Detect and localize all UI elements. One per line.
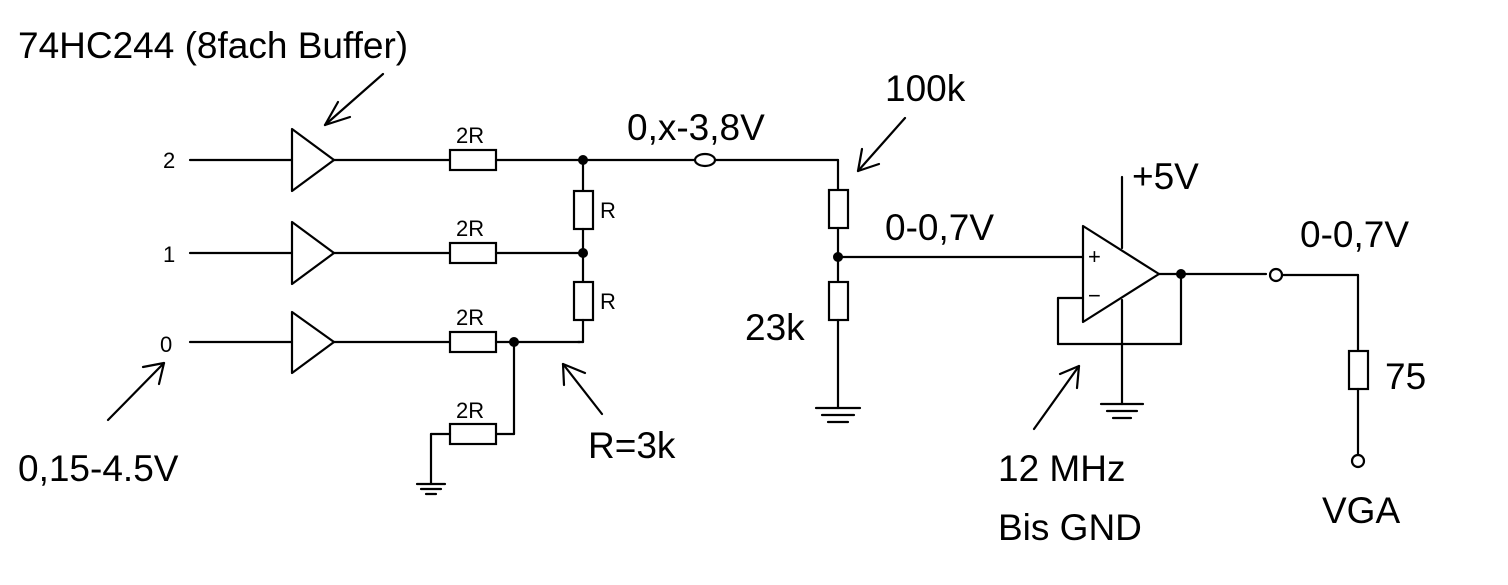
annotation-arrows	[106, 72, 1081, 431]
voltage-divider	[814, 188, 862, 424]
resistor-2r-0	[448, 330, 498, 354]
arrow-100k	[856, 116, 907, 173]
input-channel-2: 2 2R	[163, 123, 584, 193]
supply-label: +5V	[1132, 156, 1199, 197]
r-value-label: R=3k	[588, 425, 676, 466]
resistor-2r-ground-label: 2R	[456, 398, 484, 423]
ladder-shunt: R R	[572, 155, 616, 344]
resistor-2r-1-label: 2R	[456, 216, 484, 241]
resistor-23k	[827, 280, 850, 322]
connector-ring-2	[1268, 267, 1284, 283]
opamp-symbol	[1081, 224, 1161, 324]
connector-ring-1	[693, 152, 717, 168]
opamp-note-line1: 12 MHz	[998, 448, 1125, 489]
buffer-chip-label: 74HC244 (8fach Buffer)	[18, 25, 408, 66]
ladder-output-line	[581, 152, 840, 192]
buffer-0	[290, 310, 336, 375]
resistor-r-upper	[572, 189, 595, 231]
resistor-2r-2-label: 2R	[456, 123, 484, 148]
resistor-100k	[827, 188, 850, 230]
input-label-2: 2	[163, 148, 175, 173]
output-stage	[1268, 267, 1370, 469]
bottom-resistor-label: 23k	[745, 307, 805, 348]
opamp-note-line2: Bis GND	[998, 507, 1142, 548]
resistor-2r-1	[448, 241, 498, 265]
resistor-r-lower	[572, 280, 595, 322]
opamp-buffer: + −	[836, 175, 1268, 420]
opamp-in-voltage-label: 0-0,7V	[885, 207, 994, 248]
resistor-75	[1347, 349, 1370, 391]
arrow-r3k	[561, 362, 604, 416]
vga-terminal	[1350, 453, 1366, 469]
resistor-2r-2	[448, 148, 498, 172]
input-label-0: 0	[160, 332, 172, 357]
output-voltage-label: 0-0,7V	[1300, 214, 1409, 255]
input-channel-1: 1 2R	[163, 216, 584, 286]
resistor-r-lower-label: R	[600, 289, 616, 314]
resistor-2r-0-label: 2R	[456, 305, 484, 330]
termination-resistor: 2R	[415, 337, 519, 496]
arrow-input	[106, 361, 166, 422]
arrow-opamp	[1032, 364, 1081, 431]
load-resistor-label: 75	[1385, 356, 1426, 397]
opamp-plus-pin: +	[1088, 244, 1101, 269]
divider-voltage-label: 0,x-3,8V	[627, 107, 765, 148]
input-range-label: 0,15-4.5V	[18, 448, 179, 489]
input-label-1: 1	[163, 242, 175, 267]
connector-label: VGA	[1322, 490, 1400, 531]
top-resistor-label: 100k	[885, 68, 966, 109]
buffer-2	[290, 127, 336, 193]
buffer-1	[290, 220, 336, 286]
resistor-r-upper-label: R	[600, 198, 616, 223]
arrow-buffer	[323, 72, 385, 127]
input-channel-0: 0 2R	[160, 305, 582, 375]
opamp-minus-pin: −	[1088, 283, 1101, 308]
resistor-2r-ground	[448, 422, 498, 446]
